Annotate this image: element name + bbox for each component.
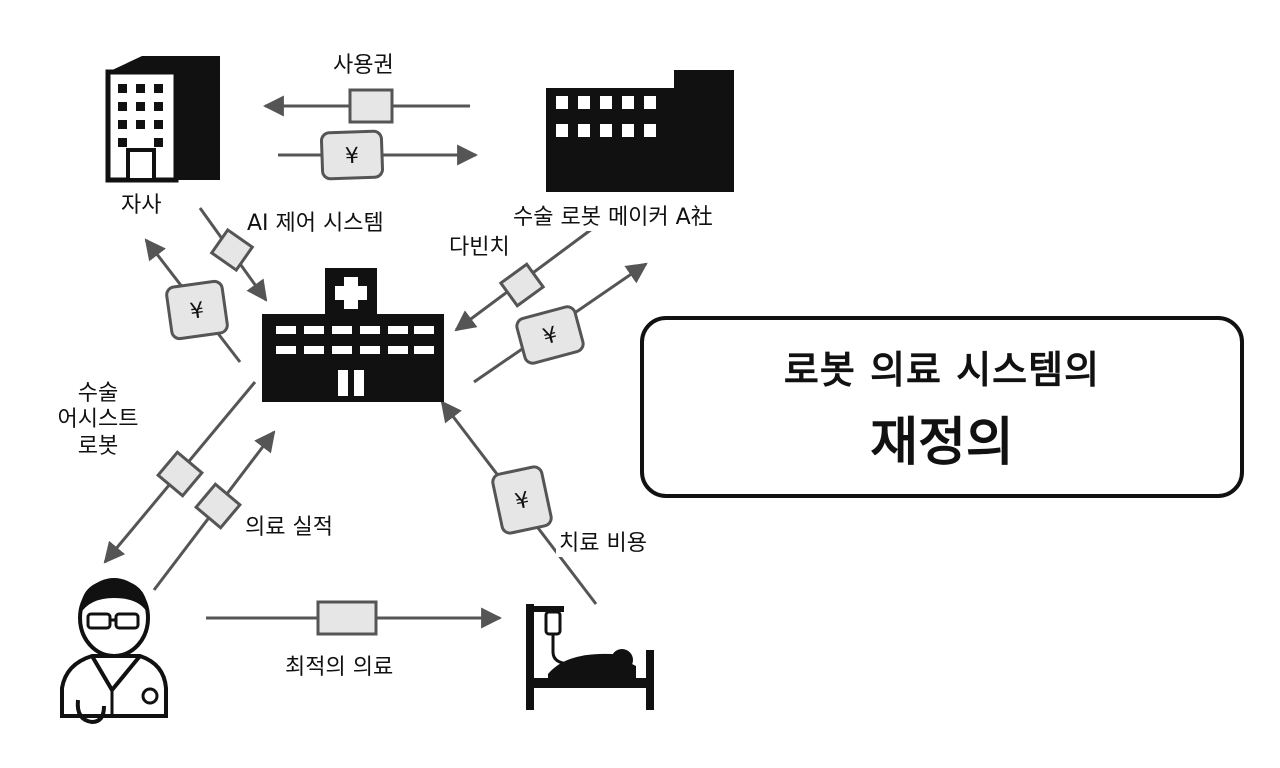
maker-fee-card: ¥ — [515, 305, 585, 365]
title-box: 로봇 의료 시스템의 재정의 — [640, 316, 1244, 498]
medical-results-label: 의료 실적 — [242, 514, 336, 542]
yen-symbol: ¥ — [540, 323, 560, 351]
ai-system-card — [209, 227, 255, 273]
davinci-card — [498, 262, 546, 308]
ai-control-label: AI 제어 시스템 — [244, 210, 387, 238]
factory-building-icon — [546, 70, 734, 192]
yen-symbol: ¥ — [345, 144, 360, 169]
surgical-maker-label: 수술 로봇 메이커 A社 — [510, 204, 716, 232]
doctor-icon — [60, 578, 168, 725]
hospital-icon — [262, 268, 444, 402]
assist-robot-label-text: 수술 어시스트 로봇 — [57, 381, 139, 459]
assist-robot-card — [155, 450, 205, 498]
patient-bed-icon — [526, 604, 654, 710]
treatment-cost-label: 치료 비용 — [556, 530, 650, 558]
own-company-label: 자사 — [118, 192, 165, 220]
treatment-fee-card: ¥ — [491, 465, 553, 535]
title-line-1: 로봇 의료 시스템의 — [783, 348, 1101, 392]
license-label: 사용권 — [330, 52, 397, 80]
davinci-label: 다빈치 — [446, 234, 513, 262]
title-line-2: 재정의 — [870, 413, 1014, 473]
medical-results-card — [193, 482, 243, 530]
yen-symbol: ¥ — [189, 298, 206, 325]
own-fee-card: ¥ — [165, 279, 229, 341]
optimal-care-label: 최적의 의료 — [282, 654, 397, 682]
license-card — [348, 88, 394, 124]
license-fee-card: ¥ — [319, 129, 385, 181]
office-building-icon — [105, 56, 220, 183]
optimal-care-card — [316, 600, 378, 636]
assist-robot-label: 수술 어시스트 로봇 — [40, 380, 156, 462]
yen-symbol: ¥ — [513, 488, 532, 515]
